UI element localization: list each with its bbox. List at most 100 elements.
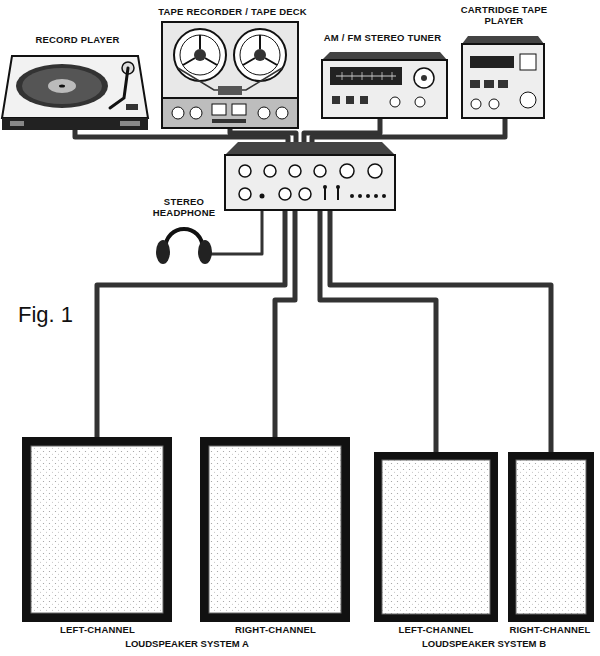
- tape-deck-part: [258, 107, 270, 119]
- tape-deck-part: [190, 107, 202, 119]
- record-player-part: [120, 121, 140, 126]
- component-node: LEFT-CHANNEL: [372, 452, 500, 635]
- tape-deck-part: [276, 107, 288, 119]
- tuner-part: [421, 75, 427, 81]
- headphone-icon: [156, 229, 212, 264]
- cartridge-player: [462, 36, 544, 118]
- amplifier-part: [336, 185, 340, 189]
- cartridge-player-part: [470, 80, 480, 88]
- amplifier-part-part: [350, 194, 354, 198]
- tuner-part: [342, 72, 392, 80]
- tuner: [322, 52, 447, 118]
- amplifier-part-part: [299, 188, 311, 200]
- component-node: RECORD PLAYER: [5, 34, 150, 134]
- amplifier-part-part: [314, 165, 326, 177]
- group-label: LOUDSPEAKER SYSTEM A: [125, 638, 249, 649]
- tape-deck-part: [254, 49, 266, 61]
- headphone-icon-part: [198, 240, 212, 264]
- tuner-part: [346, 96, 354, 104]
- tape-deck-part: [172, 107, 184, 119]
- component-node: LEFT-CHANNEL: [20, 437, 175, 635]
- amplifier-part: [225, 155, 395, 210]
- tuner-part: [322, 60, 447, 118]
- loudspeakers-part: [374, 452, 498, 622]
- speaker-cables-part: [97, 210, 285, 437]
- record-player: [2, 56, 148, 130]
- signal-cables-part: [312, 118, 505, 145]
- component-node: RIGHT-CHANNEL: [504, 452, 596, 635]
- amplifier-part: [350, 194, 386, 198]
- amplifier-part: [260, 194, 265, 199]
- loudspeakers-part: [200, 437, 350, 622]
- cartridge-player-part: [470, 56, 514, 68]
- figure-number: Fig. 1: [18, 302, 73, 328]
- tape-deck-part: [162, 22, 298, 128]
- component-label: RIGHT-CHANNEL: [235, 624, 316, 635]
- record-player-part: [2, 118, 148, 130]
- tuner-part: [332, 96, 340, 104]
- cartridge-player-part: [484, 80, 494, 88]
- headphone-icon-part: [156, 240, 170, 264]
- loudspeakers-part: [31, 446, 163, 613]
- component-label: AM / FM STEREO TUNER: [324, 32, 441, 43]
- loudspeakers-part: [382, 460, 490, 614]
- amplifier-part-part: [279, 188, 291, 200]
- speaker-cables-part: [330, 210, 551, 452]
- tape-deck-part: [240, 35, 280, 75]
- cartridge-player-part: [462, 44, 544, 118]
- tape-deck-part: [212, 104, 226, 115]
- loudspeakers: [22, 437, 594, 622]
- amplifier-part-part: [368, 164, 382, 178]
- tape-deck-part: [243, 35, 277, 65]
- cartridge-player-part: [489, 99, 499, 109]
- record-player-part: [126, 104, 138, 110]
- tuner-part: [390, 97, 400, 107]
- tuner-part: [414, 68, 434, 88]
- speaker-cables-part: [275, 210, 295, 437]
- amplifier-part: [225, 142, 395, 155]
- tape-deck-part: [162, 98, 298, 128]
- speaker-cables: [97, 210, 551, 452]
- component-node: RIGHT-CHANNEL: [198, 437, 353, 635]
- amplifier-part: [325, 188, 338, 200]
- tape-deck-part: [174, 29, 226, 81]
- amplifier-part-part: [264, 165, 276, 177]
- amplifier-part-part: [366, 194, 370, 198]
- component-label: LEFT-CHANNEL: [60, 624, 135, 635]
- tape-deck-part: [232, 104, 246, 115]
- component-label: RECORD PLAYER: [35, 34, 119, 45]
- amplifier-part-part: [374, 194, 378, 198]
- tuner-part: [336, 76, 396, 77]
- amplifier-part: [239, 164, 382, 200]
- cartridge-player-part: [498, 80, 508, 88]
- amplifier-part-part: [289, 165, 301, 177]
- tape-deck: [162, 22, 298, 128]
- tape-deck-part: [212, 119, 246, 123]
- cartridge-player-part: [471, 99, 481, 109]
- tuner-part: [322, 52, 447, 60]
- cartridge-player-part: [520, 54, 536, 70]
- tape-deck-part: [180, 35, 220, 75]
- record-player-part: [2, 56, 148, 118]
- amplifier-part-part: [340, 164, 354, 178]
- amplifier-part-part: [239, 188, 251, 200]
- record-player-part: [10, 121, 24, 126]
- tuner-part: [360, 96, 368, 104]
- component-node: AM / FM STEREO TUNER: [310, 32, 455, 120]
- speaker-cables-part: [320, 210, 436, 452]
- record-player-part: [16, 64, 108, 108]
- record-player-part: [48, 79, 76, 93]
- cartridge-player-part: [520, 92, 536, 108]
- record-player-part: [59, 85, 65, 88]
- record-player-part: [110, 68, 128, 108]
- component-label: CARTRIDGE TAPE PLAYER: [460, 4, 548, 27]
- loudspeakers-part: [508, 452, 594, 622]
- amplifier-part-part: [358, 194, 362, 198]
- cartridge-player-part: [462, 36, 544, 44]
- component-label: STEREO HEADPHONE: [149, 196, 219, 219]
- amplifier: [225, 142, 395, 210]
